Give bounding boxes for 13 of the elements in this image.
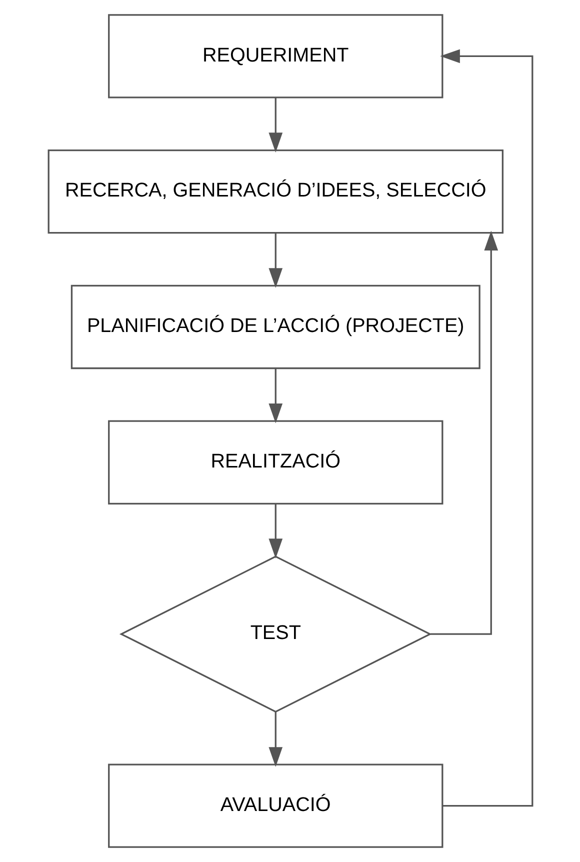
arrow — [268, 98, 282, 152]
arrow — [268, 712, 282, 767]
arrow — [268, 504, 282, 558]
arrow — [440, 49, 533, 807]
node-box: REALITZACIÓ — [108, 420, 443, 504]
node-box: PLANIFICACIÓ DE L’ACCIÓ (PROJECTE) — [70, 284, 480, 370]
node-box: REQUERIMENT — [108, 14, 443, 98]
arrow — [268, 368, 282, 424]
node-diamond: TEST — [118, 556, 432, 713]
arrow — [268, 232, 282, 288]
arrow — [430, 230, 498, 635]
node-box: AVALUACIÓ — [108, 764, 443, 848]
node-box: RECERCA, GENERACIÓ D’IDEES, SELECCIÓ — [47, 149, 503, 234]
